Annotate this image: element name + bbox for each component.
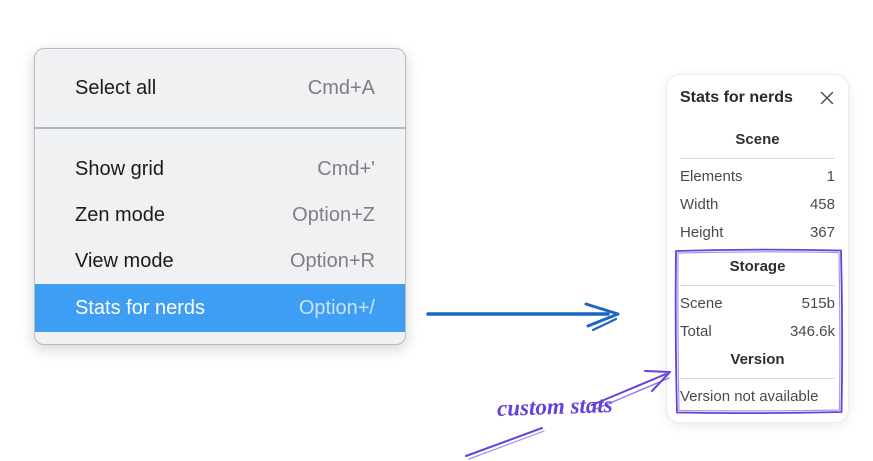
stat-value: 515b <box>801 294 835 312</box>
menu-item-zen-mode[interactable]: Zen mode Option+Z <box>35 192 405 238</box>
stat-value: 1 <box>826 167 835 185</box>
blue-arrow <box>426 302 620 332</box>
stat-value: 458 <box>809 195 835 213</box>
section-divider <box>680 378 835 379</box>
section-divider <box>680 285 835 286</box>
menu-divider <box>35 127 405 129</box>
close-x-glyph <box>820 91 834 105</box>
stats-panel-header: Stats for nerds <box>680 87 835 109</box>
stat-label: Scene <box>680 294 723 312</box>
menu-item-shortcut: Option+/ <box>298 296 375 319</box>
stat-row-total-storage: Total 346.6k <box>680 317 835 345</box>
menu-item-view-mode[interactable]: View mode Option+R <box>35 238 405 284</box>
menu-item-shortcut: Cmd+' <box>317 157 375 180</box>
stat-row-elements: Elements 1 <box>680 162 835 190</box>
section-heading-storage: Storage <box>729 258 786 275</box>
section-heading-scene: Scene <box>735 131 780 148</box>
version-note: Version not available <box>680 387 819 405</box>
section-divider <box>680 158 835 159</box>
menu-item-label: Select all <box>75 76 157 99</box>
stat-label: Elements <box>680 167 743 185</box>
menu-item-label: Show grid <box>75 157 164 180</box>
stat-label: Height <box>680 223 724 241</box>
menu-item-label: View mode <box>75 249 174 272</box>
stat-row-height: Height 367 <box>680 218 835 246</box>
stat-label: Width <box>680 195 719 213</box>
stat-label: Total <box>680 322 712 340</box>
menu-item-stats-for-nerds[interactable]: Stats for nerds Option+/ <box>35 284 405 332</box>
section-heading-version: Version <box>730 351 785 368</box>
menu-item-label: Stats for nerds <box>75 296 206 319</box>
menu-item-select-all[interactable]: Select all Cmd+A <box>35 65 405 111</box>
context-menu: Select all Cmd+A Show grid Cmd+' Zen mod… <box>34 48 406 345</box>
stats-panel-title: Stats for nerds <box>680 89 793 106</box>
menu-item-show-grid[interactable]: Show grid Cmd+' <box>35 146 405 192</box>
storage-rows: Scene 515b Total 346.6k <box>680 289 835 345</box>
custom-stats-annotation: custom stats <box>496 391 614 422</box>
stat-value: 367 <box>809 223 835 241</box>
scene-rows: Elements 1 Width 458 Height 367 <box>680 162 835 246</box>
menu-section-top: Select all Cmd+A <box>35 49 405 111</box>
stat-value: 346.6k <box>789 322 835 340</box>
menu-item-shortcut: Cmd+A <box>307 76 375 99</box>
menu-item-shortcut: Option+Z <box>292 203 375 226</box>
stat-row-scene-storage: Scene 515b <box>680 289 835 317</box>
menu-item-shortcut: Option+R <box>289 249 375 272</box>
menu-item-label: Zen mode <box>75 203 166 226</box>
stat-row-width: Width 458 <box>680 190 835 218</box>
close-icon[interactable] <box>819 90 835 106</box>
stats-panel: Stats for nerds Scene Elements 1 Width 4… <box>666 74 849 423</box>
menu-section-bottom: Show grid Cmd+' Zen mode Option+Z View m… <box>35 129 405 332</box>
